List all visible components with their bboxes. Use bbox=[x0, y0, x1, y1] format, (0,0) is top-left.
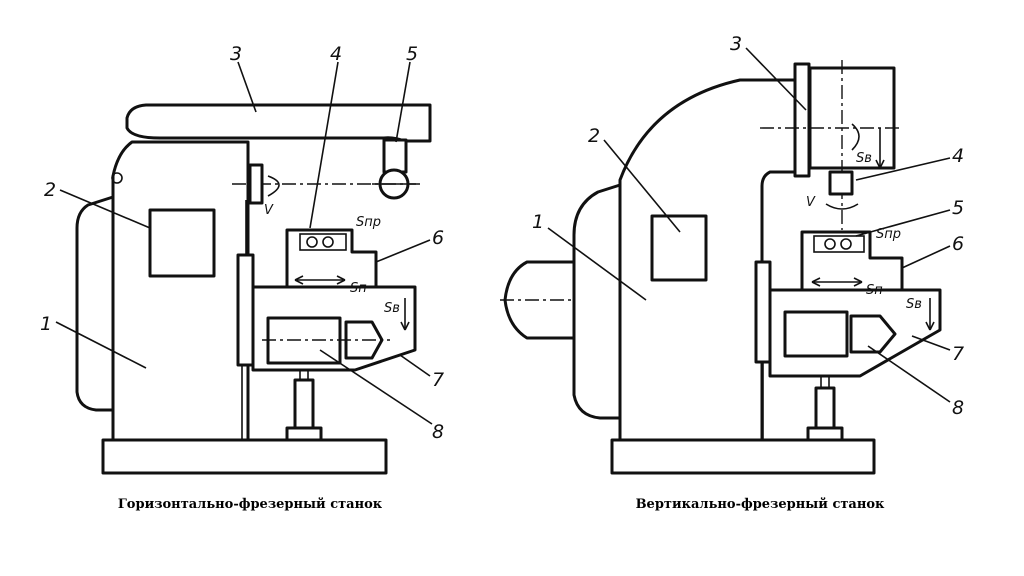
right-motor-housing bbox=[572, 183, 622, 420]
right-label-sv-top: Sв bbox=[856, 151, 872, 166]
left-elevating-screw bbox=[293, 378, 315, 430]
leader-right-6 bbox=[901, 245, 951, 269]
right-vertical-ways bbox=[754, 260, 772, 364]
right-label-8: 8 bbox=[952, 397, 964, 419]
right-column bbox=[618, 78, 802, 442]
left-sv-arrowhead bbox=[400, 321, 410, 331]
right-label-v: V bbox=[806, 195, 816, 210]
leader-left-4 bbox=[309, 61, 339, 229]
horizontal-milling-machine: 3 4 5 2 1 6 7 8 V Sпр Sп Sв bbox=[40, 43, 444, 475]
leader-left-8 bbox=[319, 349, 433, 425]
left-workpiece bbox=[299, 233, 347, 251]
right-label-6: 6 bbox=[952, 233, 964, 255]
right-label-4: 4 bbox=[952, 145, 964, 167]
left-label-sv: Sв bbox=[384, 301, 400, 316]
leader-right-8 bbox=[867, 345, 951, 403]
leader-left-7 bbox=[399, 354, 431, 377]
left-motor-housing bbox=[75, 195, 115, 412]
right-label-2: 2 bbox=[588, 125, 600, 147]
right-knee-cone bbox=[849, 314, 897, 354]
left-label-v: V bbox=[264, 203, 274, 218]
right-label-5: 5 bbox=[952, 197, 964, 219]
left-label-snp: Sпр bbox=[356, 215, 381, 230]
left-clamp-b bbox=[322, 236, 334, 248]
right-base-plate bbox=[610, 438, 876, 475]
left-label-2: 2 bbox=[44, 179, 56, 201]
left-knob bbox=[111, 172, 123, 184]
left-sn-arrowheads bbox=[294, 275, 346, 285]
left-overarm bbox=[125, 103, 432, 143]
left-rotation-arrow bbox=[267, 175, 280, 197]
leader-right-7 bbox=[911, 335, 951, 351]
left-label-8: 8 bbox=[432, 421, 444, 443]
right-clamp-b bbox=[840, 238, 852, 250]
right-sn-arrowheads bbox=[811, 277, 863, 287]
leader-right-4 bbox=[855, 157, 951, 181]
leader-left-3 bbox=[237, 61, 257, 113]
right-label-sv: Sв bbox=[906, 297, 922, 312]
left-base-plate bbox=[101, 438, 388, 475]
left-vertical-ways bbox=[236, 253, 255, 367]
leader-right-2 bbox=[603, 139, 681, 233]
left-arbor-support bbox=[382, 138, 408, 174]
leader-left-6 bbox=[375, 239, 431, 263]
left-label-3: 3 bbox=[230, 43, 242, 65]
left-label-7: 7 bbox=[432, 369, 444, 391]
leader-right-1 bbox=[547, 227, 647, 301]
vertical-milling-machine: 3 2 1 4 5 6 7 8 V Sпр Sп Sв Sв bbox=[500, 33, 964, 475]
vertical-machine-caption: Вертикально-фрезерный станок bbox=[635, 497, 885, 512]
left-column bbox=[111, 140, 250, 442]
leader-left-2 bbox=[59, 189, 151, 229]
horizontal-machine-caption: Горизонтально-фрезерный станок bbox=[117, 497, 383, 512]
right-clamp-a bbox=[824, 238, 836, 250]
right-knee-gearbox bbox=[783, 310, 849, 358]
right-label-3: 3 bbox=[730, 33, 742, 55]
right-screw-nut bbox=[806, 426, 844, 442]
right-head-guide bbox=[793, 62, 811, 178]
right-label-sn: Sп bbox=[866, 283, 883, 298]
right-spindle-head bbox=[808, 66, 896, 170]
right-sv-arrowhead bbox=[925, 321, 935, 331]
left-label-5: 5 bbox=[406, 43, 418, 65]
right-cutter bbox=[828, 170, 854, 196]
left-label-6: 6 bbox=[432, 227, 444, 249]
left-label-4: 4 bbox=[330, 43, 342, 65]
right-label-7: 7 bbox=[952, 343, 964, 365]
right-column-window bbox=[650, 214, 708, 282]
left-screw-nut bbox=[285, 426, 323, 442]
left-label-sn: Sп bbox=[350, 281, 367, 296]
right-elevating-screw bbox=[814, 386, 836, 430]
right-sv-top-head bbox=[875, 159, 885, 169]
right-cutter-rotation bbox=[825, 203, 859, 210]
right-head-rotation bbox=[851, 123, 860, 151]
left-column-window bbox=[148, 208, 216, 278]
leader-left-1 bbox=[55, 321, 147, 369]
left-clamp-a bbox=[306, 236, 318, 248]
right-workpiece bbox=[813, 235, 865, 253]
leader-right-5 bbox=[855, 209, 951, 237]
leader-right-3 bbox=[745, 47, 807, 111]
left-cutter bbox=[248, 163, 264, 205]
leader-left-5 bbox=[395, 61, 411, 143]
right-label-1: 1 bbox=[532, 211, 544, 233]
right-label-snp: Sпр bbox=[876, 227, 901, 242]
left-label-1: 1 bbox=[40, 313, 52, 335]
